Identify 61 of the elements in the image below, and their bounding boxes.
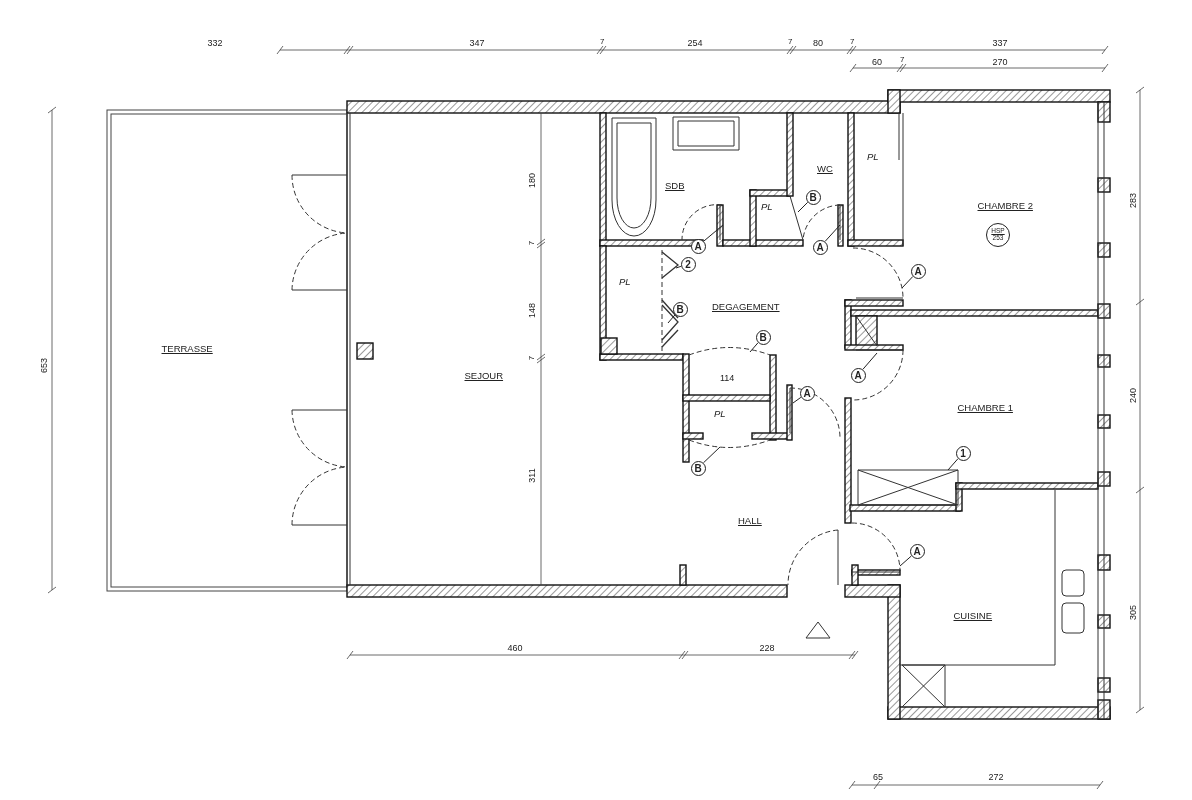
dimension-label: 7 — [900, 56, 905, 64]
dimension-label: 180 — [527, 172, 537, 188]
room-label: WC — [817, 164, 833, 174]
door-tag: A — [910, 263, 926, 279]
leader-line — [749, 342, 759, 353]
leader-line — [667, 314, 676, 324]
door-tag: B — [672, 301, 688, 317]
dimension-label: 148 — [527, 302, 537, 318]
dimension-label: 7 — [788, 38, 793, 46]
leader-line — [703, 224, 724, 242]
room-label: TERRASSE — [161, 344, 213, 354]
room-label: CHAMBRE 1 — [957, 403, 1013, 413]
door-tag: B — [690, 460, 706, 476]
door-tag: A — [909, 543, 925, 559]
leader-line — [901, 275, 914, 289]
room-label: SDB — [665, 181, 685, 191]
dimension-label: 332 — [207, 38, 223, 48]
door-tag: 2 — [680, 256, 696, 272]
dimension-label: 228 — [759, 643, 775, 653]
door-tag: A — [850, 367, 866, 383]
dimension-label: 305 — [1128, 604, 1138, 620]
leader-line — [899, 555, 912, 567]
leader-line — [797, 201, 809, 213]
leader-line — [675, 265, 682, 269]
dimension-label: 347 — [469, 38, 485, 48]
dimension-label: 270 — [992, 57, 1008, 67]
dimension-label: 460 — [507, 643, 523, 653]
room-label: DEGAGEMENT — [712, 302, 780, 312]
dimension-label: 653 — [39, 357, 49, 373]
door-tag: 1 — [955, 445, 971, 461]
dimension-label: 254 — [687, 38, 703, 48]
door-tag: B — [755, 329, 771, 345]
dimension-label: 114 — [720, 373, 735, 383]
leader-line — [792, 396, 802, 404]
leader-line — [947, 458, 959, 471]
dimension-label: 283 — [1128, 192, 1138, 208]
door-tag: A — [799, 385, 815, 401]
room-label: CHAMBRE 2 — [977, 201, 1033, 211]
dimension-label: 7 — [850, 38, 855, 46]
dimension-label: 337 — [992, 38, 1008, 48]
dimension-label: 60 — [872, 57, 882, 67]
leader-line — [702, 446, 721, 464]
room-label: HALL — [738, 516, 762, 526]
leader-line — [824, 224, 841, 242]
dimension-label: 311 — [527, 467, 537, 483]
dimension-label: 7 — [528, 240, 537, 246]
closet-label: PL — [761, 202, 773, 212]
door-tag: A — [812, 239, 828, 255]
dimension-label: 7 — [600, 38, 605, 46]
room-label: CUISINE — [953, 611, 993, 621]
dimension-label: 240 — [1128, 387, 1138, 403]
dimension-label: 65 — [873, 772, 883, 782]
dimension-label: 272 — [988, 772, 1004, 782]
dimension-label: 80 — [813, 38, 823, 48]
dimension-label: 7 — [528, 355, 537, 361]
door-tag: B — [805, 189, 821, 205]
leader-line — [862, 352, 878, 370]
closet-label: PL — [714, 409, 726, 419]
room-label: SEJOUR — [464, 371, 504, 381]
closet-label: PL — [619, 277, 631, 287]
closet-label: PL — [867, 152, 879, 162]
